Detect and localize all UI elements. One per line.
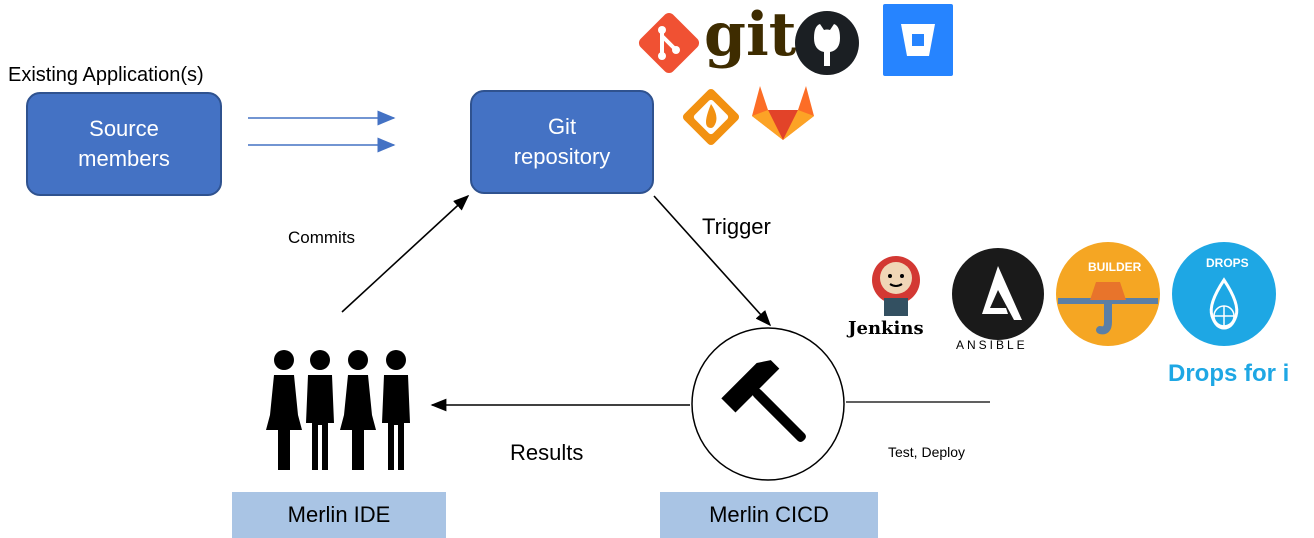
jenkins-logo-icon (872, 256, 920, 316)
source-box-line1: Source (89, 116, 159, 141)
trigger-arrow (653, 195, 772, 327)
drops-label: DROPS (1206, 256, 1249, 270)
drops-caption: Drops for i (1168, 360, 1290, 387)
gitlab-logo-icon (752, 86, 814, 140)
bitbucket-logo-icon (883, 4, 953, 76)
git-repository-box[interactable]: Git repository (470, 90, 654, 194)
person-4-icon (382, 350, 410, 470)
jenkins-label: Jenkins (848, 318, 924, 339)
merlin-cicd-tag: Merlin CICD (660, 492, 878, 538)
github-logo-icon (795, 11, 859, 75)
test-deploy-label: Test, Deploy (888, 444, 966, 460)
person-1-icon (266, 350, 302, 470)
source-box-line2: members (78, 146, 170, 171)
ansible-label: ANSIBLE (956, 338, 1028, 352)
ansible-logo-icon (952, 248, 1044, 340)
person-3-icon (340, 350, 376, 470)
results-label: Results (510, 440, 584, 465)
commits-arrow (341, 194, 470, 313)
commits-label: Commits (288, 228, 356, 247)
source-members-box[interactable]: Source members (26, 92, 222, 196)
trigger-label: Trigger (702, 214, 771, 239)
git-logo-icon (638, 12, 700, 74)
build-hammer-icon (691, 327, 845, 481)
builder-label: BUILDER (1088, 260, 1142, 274)
fork-flame-logo-icon (682, 88, 740, 146)
merlin-ide-tag: Merlin IDE (232, 492, 446, 538)
person-2-icon (306, 350, 334, 470)
drops-logo-icon (1172, 242, 1276, 346)
people-group-icon (266, 350, 410, 470)
builder-logo-icon (1056, 242, 1160, 346)
git-wordmark: git (704, 0, 797, 70)
git-box-line1: Git (547, 114, 577, 139)
existing-applications-label: Existing Application(s) (8, 64, 204, 86)
git-box-line2: repository (513, 144, 611, 169)
